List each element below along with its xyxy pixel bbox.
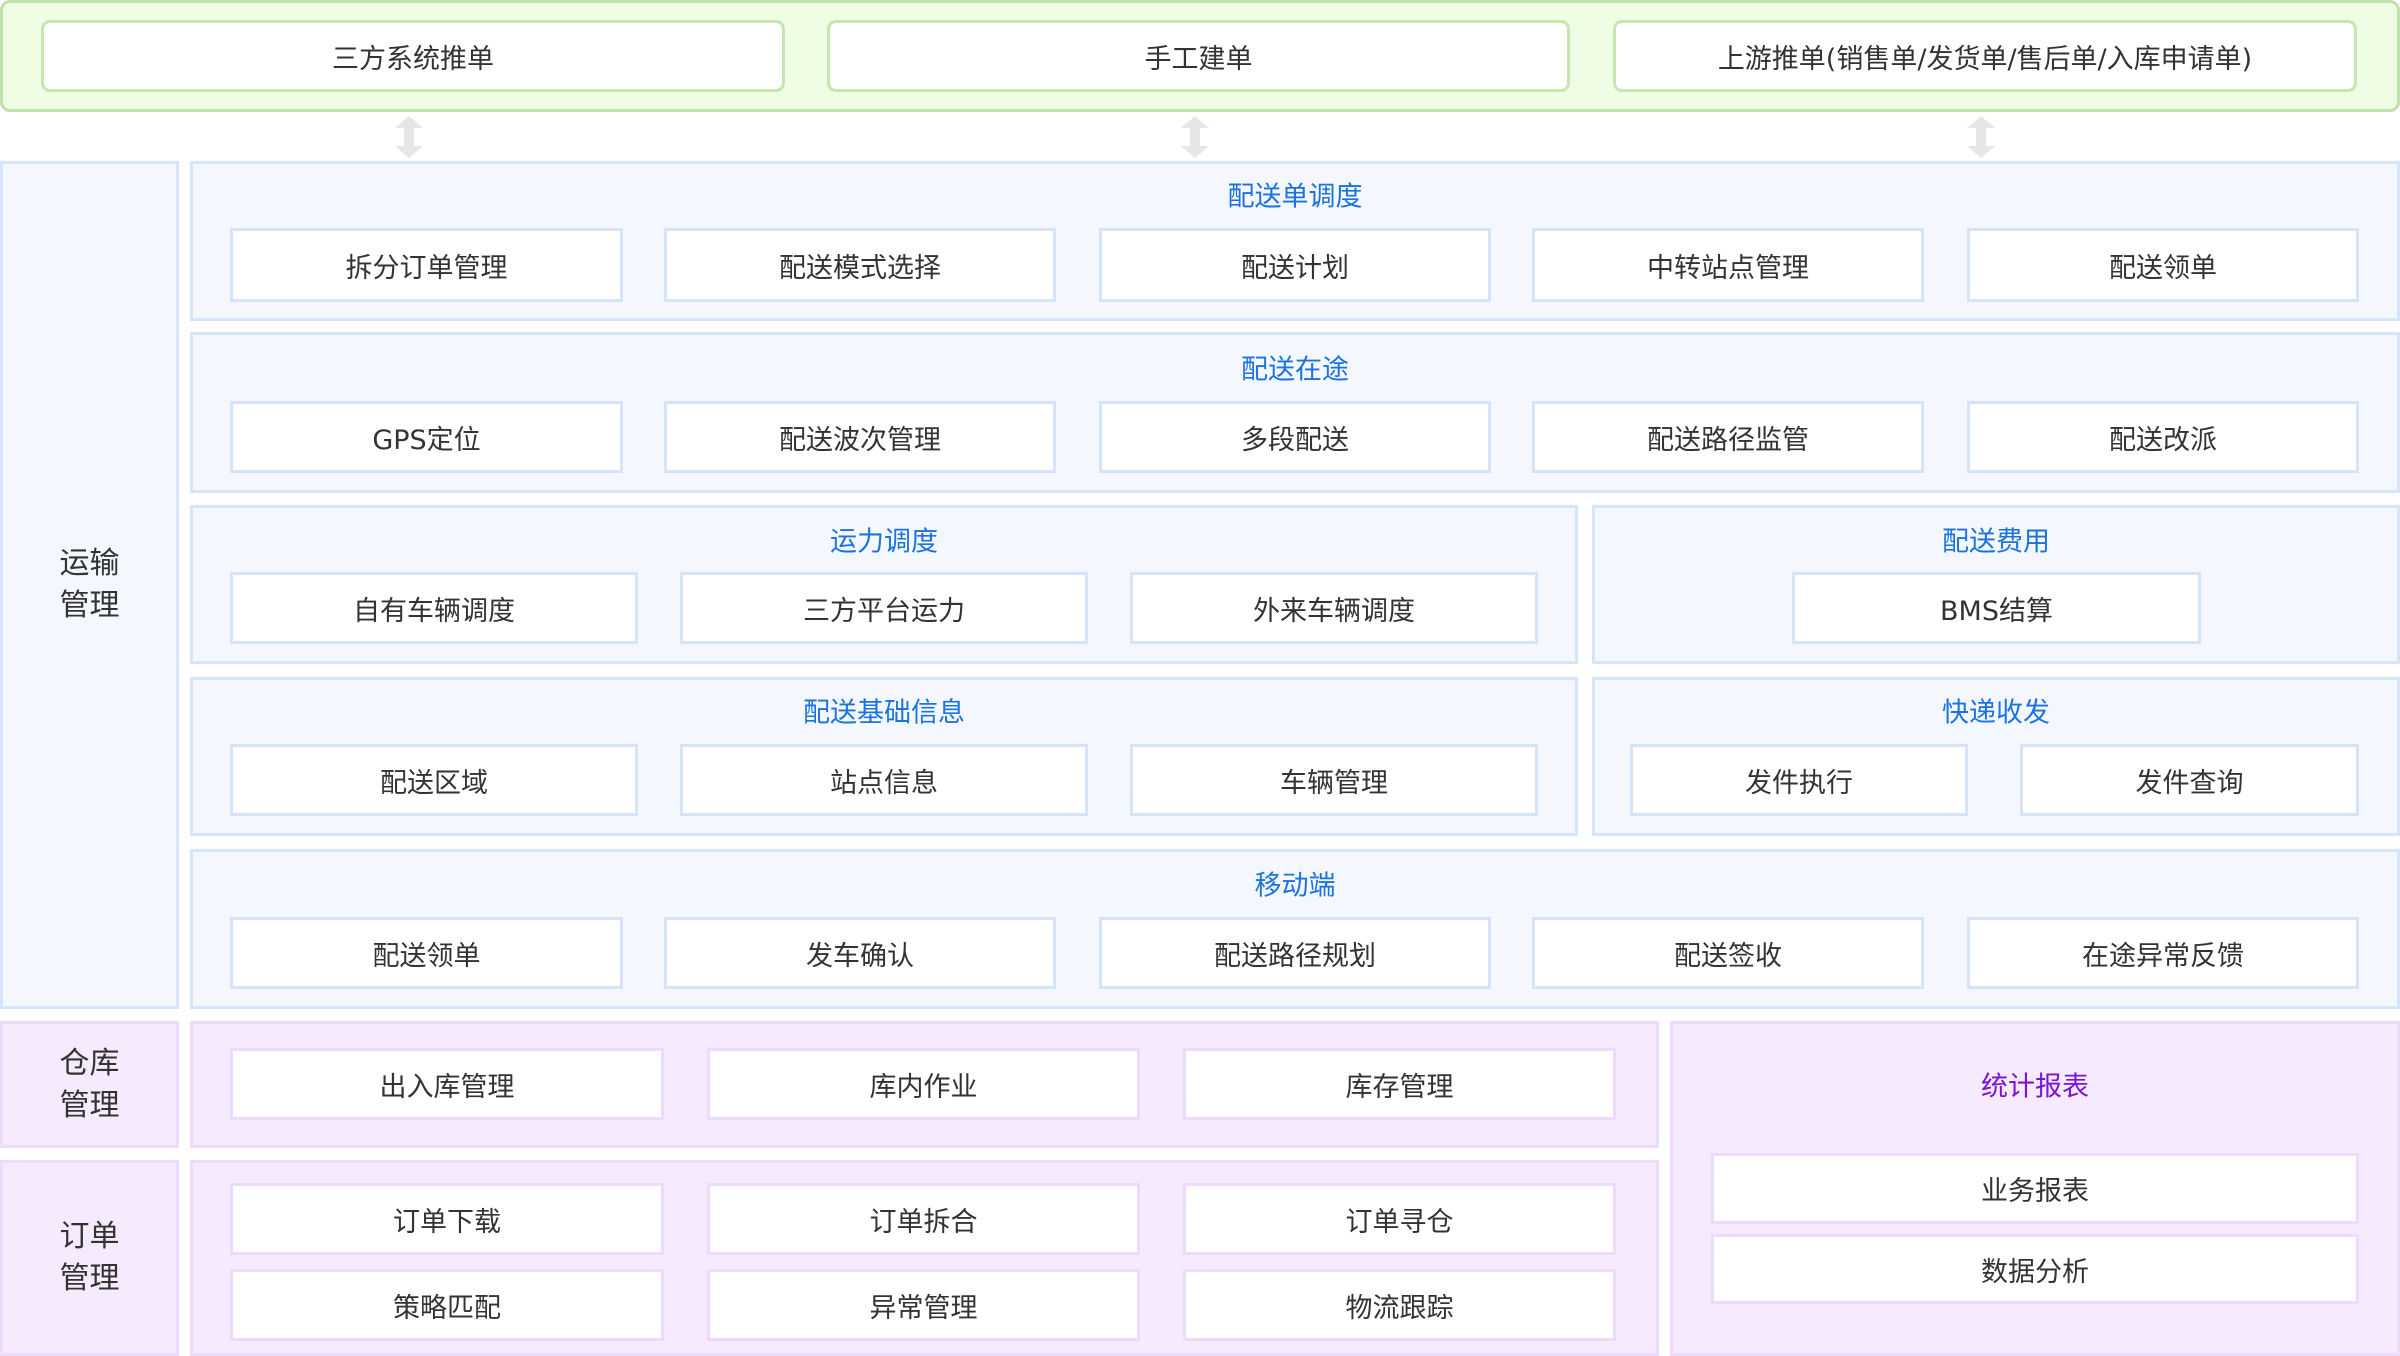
- module-box[interactable]: 异常管理: [707, 1269, 1140, 1341]
- module-box[interactable]: 发件查询: [2020, 744, 2359, 816]
- sidebar-label: 运输: [59, 546, 120, 581]
- section-title: 移动端: [1254, 870, 1336, 902]
- sidebar-label: 管理: [59, 588, 120, 623]
- module-box[interactable]: 业务报表: [1711, 1153, 2359, 1224]
- section-title: 运力调度: [830, 526, 938, 558]
- module-box[interactable]: 配送改派: [1967, 401, 2359, 473]
- module-box[interactable]: 配送领单: [1967, 228, 2359, 302]
- section-title: 配送基础信息: [803, 697, 965, 729]
- module-box[interactable]: 配送波次管理: [664, 401, 1056, 473]
- module-box[interactable]: 自有车辆调度: [230, 572, 638, 644]
- section-title: 配送费用: [1942, 526, 2050, 558]
- section-title: 配送在途: [1241, 354, 1349, 386]
- module-box[interactable]: 配送模式选择: [664, 228, 1056, 302]
- sidebar-label: 管理: [59, 1087, 120, 1123]
- module-box[interactable]: 数据分析: [1711, 1234, 2359, 1304]
- module-box[interactable]: 多段配送: [1099, 401, 1491, 473]
- module-box[interactable]: 库存管理: [1183, 1048, 1616, 1120]
- module-box[interactable]: BMS结算: [1792, 572, 2201, 644]
- sidebar-label: 管理: [59, 1261, 120, 1296]
- module-box[interactable]: 库内作业: [707, 1048, 1140, 1120]
- module-box[interactable]: 发车确认: [664, 917, 1056, 989]
- module-box[interactable]: 三方平台运力: [680, 572, 1088, 644]
- module-box[interactable]: 配送路径监管: [1532, 401, 1924, 473]
- module-box[interactable]: 出入库管理: [230, 1048, 664, 1120]
- source-button[interactable]: 手工建单: [827, 20, 1570, 92]
- module-box[interactable]: 配送区域: [230, 744, 638, 816]
- sidebar-order: 订单管理: [0, 1160, 179, 1356]
- module-box[interactable]: 配送计划: [1099, 228, 1491, 302]
- source-button[interactable]: 三方系统推单: [41, 20, 785, 92]
- sidebar-transport: 运输管理: [0, 161, 179, 1009]
- section-title: 配送单调度: [1227, 181, 1363, 213]
- bidirectional-arrow-icon: [1181, 116, 1209, 158]
- sidebar-warehouse: 仓库管理: [0, 1021, 179, 1148]
- sidebar-label: 仓库: [59, 1045, 120, 1081]
- module-box[interactable]: 发件执行: [1630, 744, 1968, 816]
- bidirectional-arrow-icon: [1967, 116, 1995, 158]
- source-button[interactable]: 上游推单(销售单/发货单/售后单/入库申请单): [1613, 20, 2357, 92]
- section-title: 统计报表: [1981, 1071, 2089, 1103]
- module-box[interactable]: 拆分订单管理: [230, 228, 623, 302]
- module-box[interactable]: 中转站点管理: [1532, 228, 1924, 302]
- module-box[interactable]: 策略匹配: [230, 1269, 664, 1341]
- module-box[interactable]: 订单拆合: [707, 1183, 1140, 1255]
- module-box[interactable]: 外来车辆调度: [1130, 572, 1538, 644]
- module-box[interactable]: 配送签收: [1532, 917, 1924, 989]
- module-box[interactable]: 车辆管理: [1130, 744, 1538, 816]
- module-box[interactable]: 物流跟踪: [1183, 1269, 1616, 1341]
- sidebar-label: 订单: [59, 1219, 120, 1254]
- module-box[interactable]: 配送路径规划: [1099, 917, 1491, 989]
- module-box[interactable]: 订单下载: [230, 1183, 664, 1255]
- module-box[interactable]: 配送领单: [230, 917, 623, 989]
- section-title: 快递收发: [1942, 697, 2050, 729]
- module-box[interactable]: 订单寻仓: [1183, 1183, 1616, 1255]
- module-box[interactable]: GPS定位: [230, 401, 623, 473]
- module-box[interactable]: 站点信息: [680, 744, 1088, 816]
- module-box[interactable]: 在途异常反馈: [1967, 917, 2359, 989]
- bidirectional-arrow-icon: [395, 116, 423, 158]
